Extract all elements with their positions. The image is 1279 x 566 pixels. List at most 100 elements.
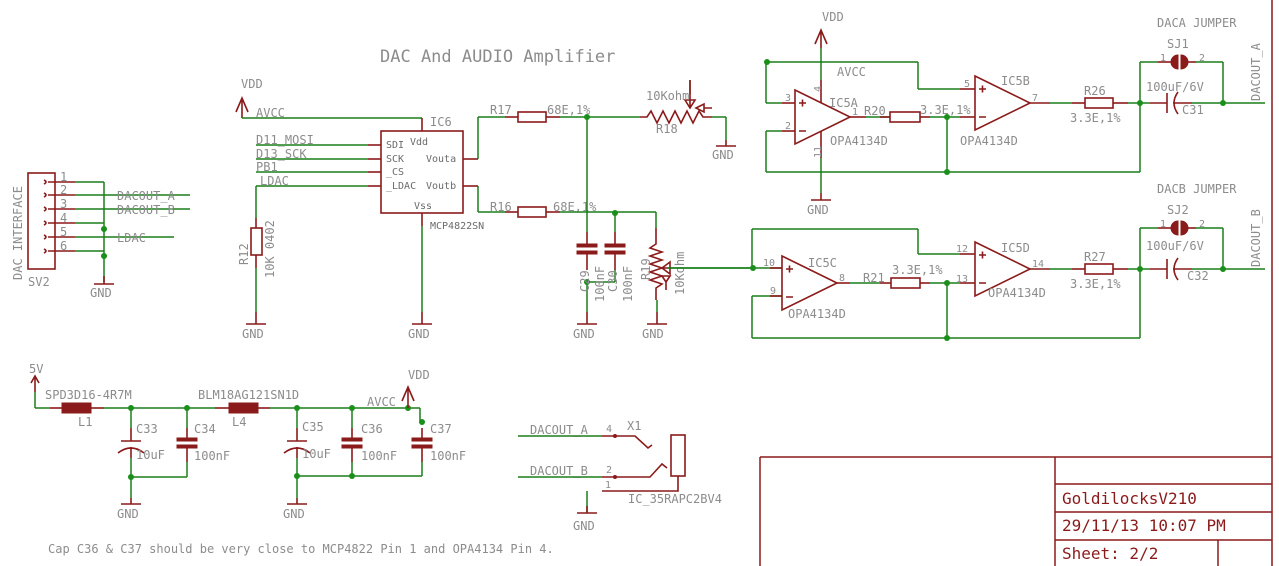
r18-name: R18 xyxy=(656,122,678,136)
c37-name: C37 xyxy=(430,422,452,436)
gnd-symbol xyxy=(716,140,736,147)
r12-name: R12 xyxy=(237,243,251,265)
net-label-dacout-a-out: DACOUT_A xyxy=(1249,42,1263,101)
ic6-part: MCP4822SN xyxy=(430,221,484,232)
ic6-pin-ldac: _LDAC xyxy=(386,181,416,192)
resistor-r20[interactable] xyxy=(880,111,930,123)
capacitor-c32[interactable] xyxy=(1150,257,1192,281)
opamp-ic5d[interactable] xyxy=(960,240,1050,298)
audio-jack-x1[interactable] xyxy=(602,434,686,492)
sv2-label: DAC INTERFACE xyxy=(11,186,25,280)
sv2-name: SV2 xyxy=(28,275,50,289)
schematic-title: DAC And AUDIO Amplifier xyxy=(380,47,615,67)
opamp-ic5c[interactable] xyxy=(770,254,850,312)
r16-name: R16 xyxy=(490,200,512,214)
resistor-r21[interactable] xyxy=(880,277,930,289)
ic6-pin-voutb: Voutb xyxy=(426,181,456,192)
ic5d-part: OPA4134D xyxy=(988,286,1046,300)
inductor-l4[interactable] xyxy=(215,402,270,414)
ic5a-pin-out: 1 xyxy=(852,107,858,118)
capacitor-c30[interactable] xyxy=(604,232,626,270)
resistor-r17[interactable] xyxy=(505,111,560,123)
supply-5v-symbol xyxy=(30,374,40,392)
sv2-pin-1: 1 xyxy=(60,170,67,184)
vdd-label-dac: VDD xyxy=(241,77,263,91)
gnd-label: GND xyxy=(712,148,734,162)
ic6-pin-cs: _CS xyxy=(386,167,404,178)
c37-value: 100nF xyxy=(430,449,466,463)
jack-net-a: DACOUT_A xyxy=(530,423,589,437)
vdd-symbol xyxy=(401,384,415,408)
c33-value: 10uF xyxy=(136,448,165,462)
net-label-ldac: LDAC xyxy=(117,231,146,245)
gnd-symbol xyxy=(811,193,831,201)
net-label-d13-sck: D13_SCK xyxy=(256,147,307,161)
resistor-r12[interactable] xyxy=(250,218,263,268)
gnd-symbol xyxy=(577,312,597,325)
avcc-label-opamp: AVCC xyxy=(837,65,866,79)
sj2-pin1: 1 xyxy=(1160,219,1166,230)
gnd-symbol xyxy=(577,506,597,514)
capacitor-c34[interactable] xyxy=(176,428,198,462)
ic5d-name: IC5D xyxy=(1001,241,1030,255)
junction xyxy=(944,335,950,341)
solder-jumper-sj2[interactable] xyxy=(1158,220,1196,236)
junction xyxy=(764,59,770,65)
jack-pin-gnd: 1 xyxy=(605,480,611,491)
sv2-pin-3: 3 xyxy=(60,197,67,211)
capacitor-c36[interactable] xyxy=(341,428,363,462)
ic5b-pin-plus: 5 xyxy=(964,79,970,90)
r20-name: R20 xyxy=(864,104,886,118)
ic6-pin-vss: Vss xyxy=(414,201,432,212)
junction xyxy=(750,265,756,271)
ic6-pin-sck: SCK xyxy=(386,154,404,165)
sj1-name: SJ1 xyxy=(1167,37,1189,51)
junction xyxy=(128,474,134,480)
gnd-label: GND xyxy=(573,519,595,533)
net-label-ldac-dac: LDAC xyxy=(260,174,289,188)
sj1-pin1: 1 xyxy=(1160,53,1166,64)
capacitor-c29[interactable] xyxy=(576,232,598,270)
junction xyxy=(944,280,950,286)
opamp-ic5a[interactable] xyxy=(782,80,866,158)
sj2-name: SJ2 xyxy=(1167,203,1189,217)
c31-name: C31 xyxy=(1182,103,1204,117)
capacitor-c37[interactable] xyxy=(411,428,433,462)
r26-value: 3.3E,1% xyxy=(1070,111,1121,125)
capacitor-c33[interactable] xyxy=(117,428,145,458)
gnd-label: GND xyxy=(283,507,305,521)
inductor-l1[interactable] xyxy=(50,402,104,414)
c36-name: C36 xyxy=(361,422,383,436)
titleblock-date: 29/11/13 10:07 PM xyxy=(1062,516,1226,535)
solder-jumper-sj1[interactable] xyxy=(1158,54,1196,70)
avcc-label-dac: AVCC xyxy=(256,106,285,120)
junction xyxy=(349,473,355,479)
opamp-ic5b[interactable] xyxy=(960,74,1050,132)
c29-value: 100nF xyxy=(593,266,607,302)
potentiometer-r18[interactable] xyxy=(640,80,712,125)
potentiometer-r19[interactable] xyxy=(647,228,672,300)
dac-ic6[interactable]: SDI Vdd SCK Vouta _CS _LDAC Voutb Vss xyxy=(380,130,464,214)
r18-value: 10Kohm xyxy=(646,89,689,103)
gnd-symbol xyxy=(121,498,141,505)
capacitor-c31[interactable] xyxy=(1150,91,1192,115)
ic5b-part: OPA4134D xyxy=(960,134,1018,148)
r12-value: 10K 0402 xyxy=(263,220,277,278)
capacitor-c35[interactable] xyxy=(283,428,311,458)
resistor-r27[interactable] xyxy=(1072,263,1128,275)
net-label-dacout-b: DACOUT_B xyxy=(117,203,175,217)
ic5b-pin-out: 7 xyxy=(1032,93,1038,104)
c31-value: 100uF/6V xyxy=(1146,80,1204,94)
avcc-label-power: AVCC xyxy=(367,395,396,409)
connector-sv2[interactable]: 1 2 3 4 5 6 SV2 DAC INTERFACE xyxy=(11,170,75,289)
ic5d-pin-out: 14 xyxy=(1032,259,1044,270)
resistor-r16[interactable] xyxy=(505,206,560,218)
ic5c-pin-minus: 9 xyxy=(770,286,776,297)
sj2-label: DACB JUMPER xyxy=(1157,182,1237,196)
ic5a-pin-gnd: 11 xyxy=(813,146,824,158)
ic5d-pin-minus: 13 xyxy=(956,274,968,285)
resistor-r26[interactable] xyxy=(1072,97,1128,109)
gnd-label: GND xyxy=(807,203,829,217)
vdd-symbol xyxy=(814,27,828,48)
